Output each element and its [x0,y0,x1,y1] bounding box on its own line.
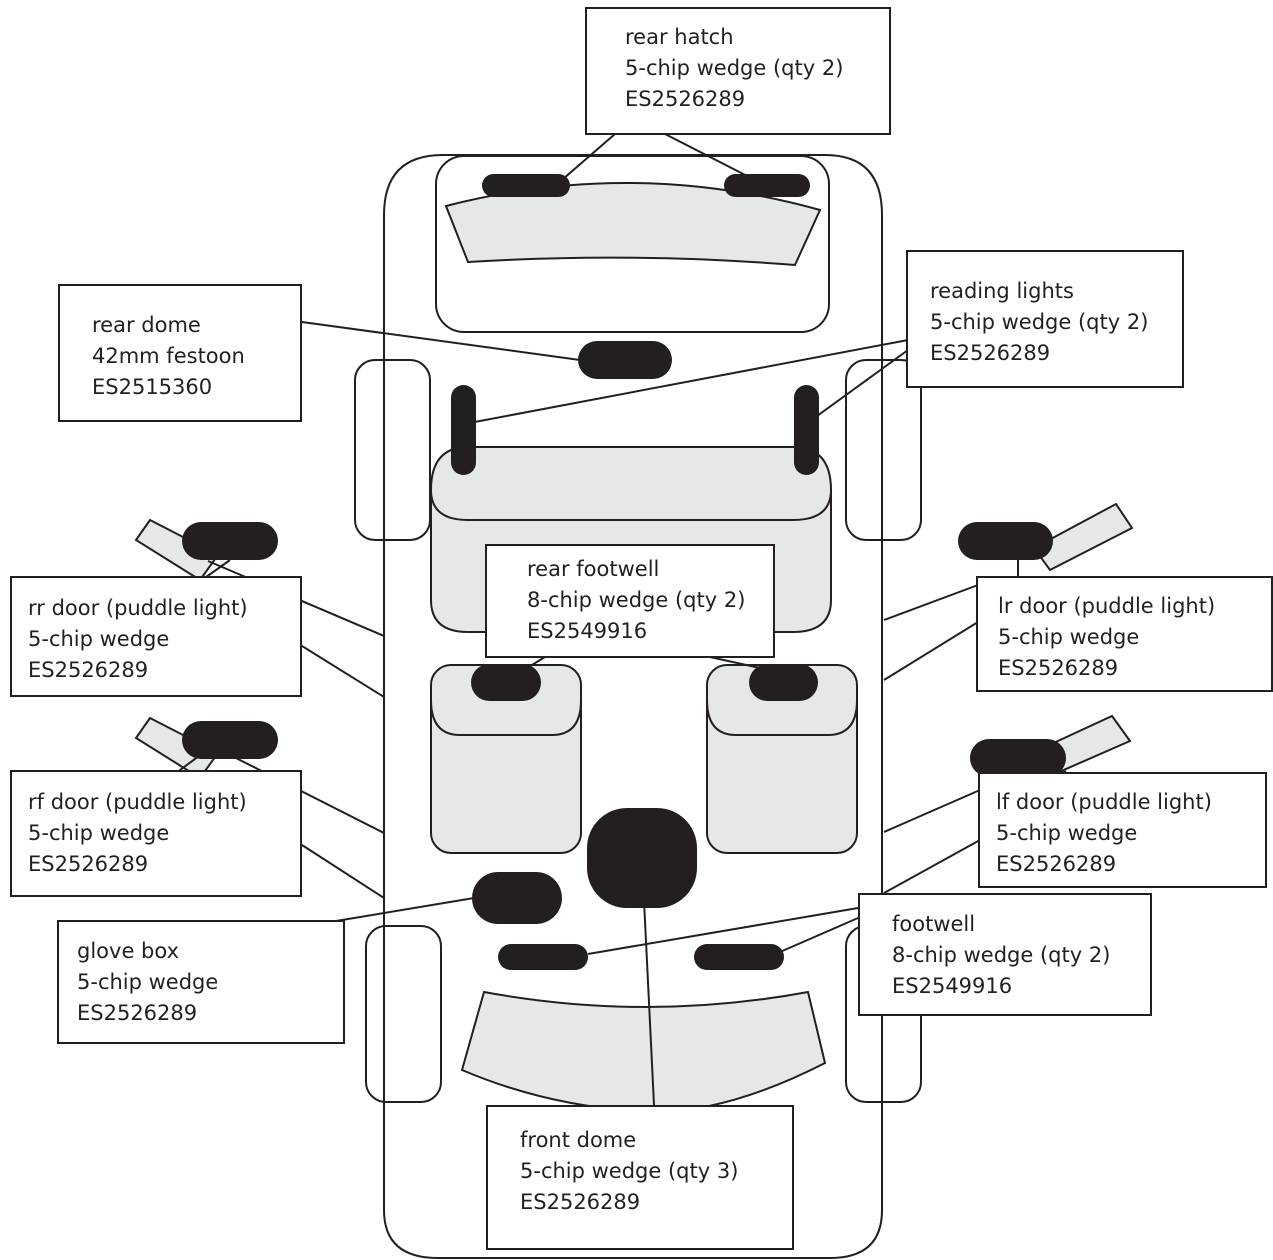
lf-door-label: lf door (puddle light) 5-chip wedge ES25… [978,772,1267,888]
rear-hatch-name: rear hatch [625,25,734,49]
rear-hatch-bulb-left [724,174,810,197]
windshield [460,990,827,1114]
footwell-leader-right [779,917,859,953]
footwell-part-number: ES2549916 [892,974,1013,998]
rear-hatch-bulb-right [482,174,570,197]
rear-dome-bulb-type: 42mm festoon [92,344,245,368]
rear-cargo-area [435,155,830,333]
glove-box-leader [329,897,475,923]
lr-door-panel [1032,502,1134,572]
footwell-bulb-right [498,944,588,970]
reading-lights-leader-left [805,349,909,425]
reading-lights-label: reading lights 5-chip wedge (qty 2) ES25… [906,250,1184,388]
front-right-wheel [365,925,442,1103]
rear-dome-name: rear dome [92,313,201,337]
rear-footwell-label: rear footwell 8-chip wedge (qty 2) ES254… [485,544,775,658]
lf-door-bulb [970,739,1066,777]
front-dome-bulb [587,808,697,908]
lr-door-leader-3 [883,621,979,681]
reading-light-left [794,385,819,475]
front-right-seat-back [430,699,582,736]
front-left-seat-back [706,699,858,736]
rear-dome-leader [301,321,581,361]
rear-footwell-bulb-right [471,664,541,701]
reading-lights-part-number: ES2526289 [930,341,1051,365]
reading-lights-bulb-type: 5-chip wedge (qty 2) [930,310,1149,334]
footwell-bulb-type: 8-chip wedge (qty 2) [892,943,1111,967]
lr-door-part-number: ES2526289 [998,656,1119,680]
rear-footwell-part-number: ES2549916 [527,619,648,643]
footwell-name: footwell [892,912,976,936]
footwell-leader-left [587,907,859,955]
rear-dome-label: rear dome 42mm festoon ES2515360 [58,284,302,422]
lr-door-label: lr door (puddle light) 5-chip wedge ES25… [976,576,1273,692]
reading-lights-name: reading lights [930,279,1074,303]
rr-door-leader-3 [301,645,385,698]
glove-box-bulb-type: 5-chip wedge [77,970,219,994]
reading-light-right [451,385,476,475]
glove-box-label: glove box 5-chip wedge ES2526289 [57,920,345,1044]
reading-lights-leader-right [463,339,909,425]
rear-footwell-name: rear footwell [527,557,660,581]
rear-left-wheel [845,359,922,541]
lf-door-bulb-type: 5-chip wedge [996,821,1138,845]
rf-door-part-number: ES2526289 [28,852,149,876]
footwell-bulb-left [694,944,784,970]
rear-footwell-bulb-left [749,664,818,701]
front-dome-part-number: ES2526289 [520,1190,641,1214]
rr-door-bulb-type: 5-chip wedge [28,627,170,651]
glove-box-name: glove box [77,939,179,963]
rear-footwell-leader-right [709,656,761,669]
rr-door-bulb [182,522,278,560]
rf-door-leader-2 [227,753,385,834]
glove-box-part-number: ES2526289 [77,1001,198,1025]
rf-door-bulb [182,721,278,759]
rf-door-name: rf door (puddle light) [28,790,247,814]
rear-dome-bulb [578,341,672,379]
footwell-label: footwell 8-chip wedge (qty 2) ES2549916 [858,893,1152,1016]
rear-dome-part-number: ES2515360 [92,375,213,399]
rear-hatch-label: rear hatch 5-chip wedge (qty 2) ES252628… [585,7,891,135]
rf-door-label: rf door (puddle light) 5-chip wedge ES25… [10,770,302,897]
rf-door-bulb-type: 5-chip wedge [28,821,170,845]
glove-box-bulb [472,872,562,924]
front-dome-label: front dome 5-chip wedge (qty 3) ES252628… [486,1105,794,1250]
lf-door-leader-3 [883,839,981,894]
rf-door-leader-3 [301,844,385,899]
rr-door-name: rr door (puddle light) [28,596,248,620]
front-dome-bulb-type: 5-chip wedge (qty 3) [520,1159,739,1183]
rear-hatch-part-number: ES2526289 [625,87,746,111]
lr-door-leader-2 [883,584,979,621]
lr-door-bulb-type: 5-chip wedge [998,625,1140,649]
rr-door-label: rr door (puddle light) 5-chip wedge ES25… [10,576,302,697]
front-dome-name: front dome [520,1128,637,1152]
car-body-outline [383,154,883,1259]
lf-door-leader-2 [883,789,981,833]
lr-door-name: lr door (puddle light) [998,594,1216,618]
front-dome-leader [642,879,655,1106]
rr-door-part-number: ES2526289 [28,658,149,682]
lf-door-part-number: ES2526289 [996,852,1117,876]
rear-hatch-bulb-type: 5-chip wedge (qty 2) [625,56,844,80]
rear-footwell-bulb-type: 8-chip wedge (qty 2) [527,588,746,612]
lr-door-bulb [958,522,1053,560]
rear-bench-seat-fold [430,489,832,521]
rear-right-wheel [354,359,431,541]
lf-door-name: lf door (puddle light) [996,790,1212,814]
rear-hatch-leader-right [664,133,756,181]
